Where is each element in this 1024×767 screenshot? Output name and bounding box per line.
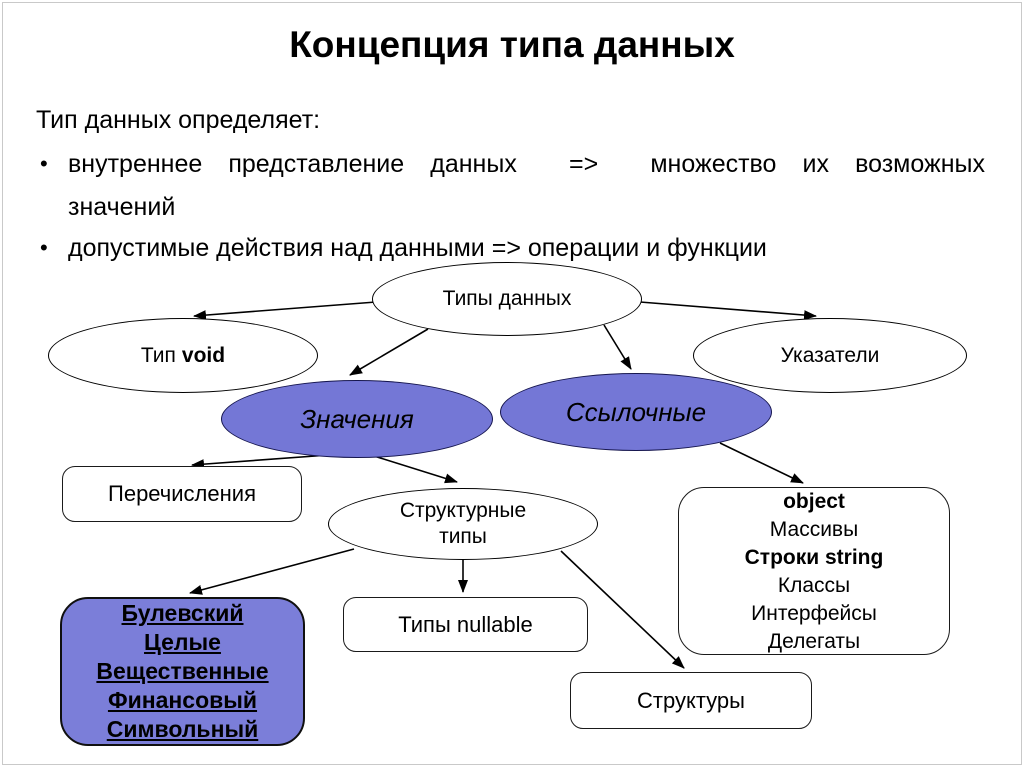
arrow-types-to-void bbox=[193, 301, 377, 321]
node-boolean-line: Булевский bbox=[121, 600, 244, 626]
bullet-marker: • bbox=[40, 151, 48, 176]
node-pointers: Указатели bbox=[693, 318, 967, 393]
node-delegates-line: Делегаты bbox=[767, 630, 861, 653]
node-real-line: Вещественные bbox=[96, 658, 269, 684]
node-structs: Структуры bbox=[570, 672, 812, 729]
node-classes-line: Классы bbox=[777, 574, 851, 597]
node-structural-line-1: Структурные bbox=[399, 499, 527, 522]
bullet-1-line-1: внутреннее представление данных => множе… bbox=[68, 150, 985, 178]
bullet-item-1: • внутреннее представление данных => мно… bbox=[40, 148, 985, 223]
arrow-values-to-structural bbox=[373, 455, 458, 484]
node-structural-line-2: типы bbox=[439, 525, 487, 548]
node-data-types-label: Типы данных bbox=[442, 287, 572, 310]
node-structs-label: Структуры bbox=[637, 687, 745, 713]
arrow-structural-to-simple bbox=[189, 548, 355, 595]
node-enumerations-label: Перечисления bbox=[108, 481, 256, 506]
node-object-line: object bbox=[783, 490, 845, 513]
node-values: Значения bbox=[221, 380, 493, 458]
node-void-label-bold: void bbox=[181, 343, 226, 367]
bullet-text-1: внутреннее представление данных => множе… bbox=[68, 148, 985, 223]
intro-text: Тип данных определяет: bbox=[36, 106, 321, 134]
bullet-1-line-2: значений bbox=[68, 193, 176, 221]
page-title: Концепция типа данных bbox=[289, 24, 735, 65]
node-interfaces-line: Интерфейсы bbox=[751, 602, 877, 625]
bullet-text-2: допустимые действия над данными => опера… bbox=[68, 232, 985, 264]
arrow-reference-to-object bbox=[719, 442, 804, 484]
node-strings-line: Строки string bbox=[744, 546, 884, 569]
node-enumerations: Перечисления bbox=[62, 466, 302, 522]
node-nullable-types: Типы nullable bbox=[343, 597, 588, 652]
bullet-item-2: • допустимые действия над данными => опе… bbox=[40, 232, 985, 264]
arrow-types-to-pointers bbox=[639, 301, 817, 321]
node-void-type: Тип void bbox=[48, 318, 318, 393]
node-pointers-label: Указатели bbox=[780, 343, 880, 367]
node-reference-label: Ссылочные bbox=[565, 397, 707, 427]
node-structural-types: Структурные типы bbox=[328, 488, 598, 560]
arrow-types-to-values bbox=[349, 328, 429, 376]
bullet-marker: • bbox=[40, 235, 48, 260]
node-reference-kinds: object Массивы Строки string Классы Инте… bbox=[678, 487, 950, 655]
node-void-label: Тип bbox=[140, 343, 176, 367]
node-data-types: Типы данных bbox=[372, 262, 642, 336]
node-integer-line: Целые bbox=[144, 629, 221, 655]
node-arrays-line: Массивы bbox=[769, 518, 859, 541]
node-reference: Ссылочные bbox=[500, 373, 772, 451]
node-financial-line: Финансовый bbox=[107, 687, 258, 713]
node-simple-types: Булевский Целые Вещественные Финансовый … bbox=[60, 597, 305, 746]
node-nullable-label: Типы nullable bbox=[398, 611, 533, 637]
bullet-2-line-1: допустимые действия над данными => опера… bbox=[68, 234, 767, 262]
node-values-label: Значения bbox=[300, 404, 414, 434]
arrow-types-to-reference bbox=[603, 324, 632, 370]
node-char-line: Символьный bbox=[106, 716, 259, 742]
